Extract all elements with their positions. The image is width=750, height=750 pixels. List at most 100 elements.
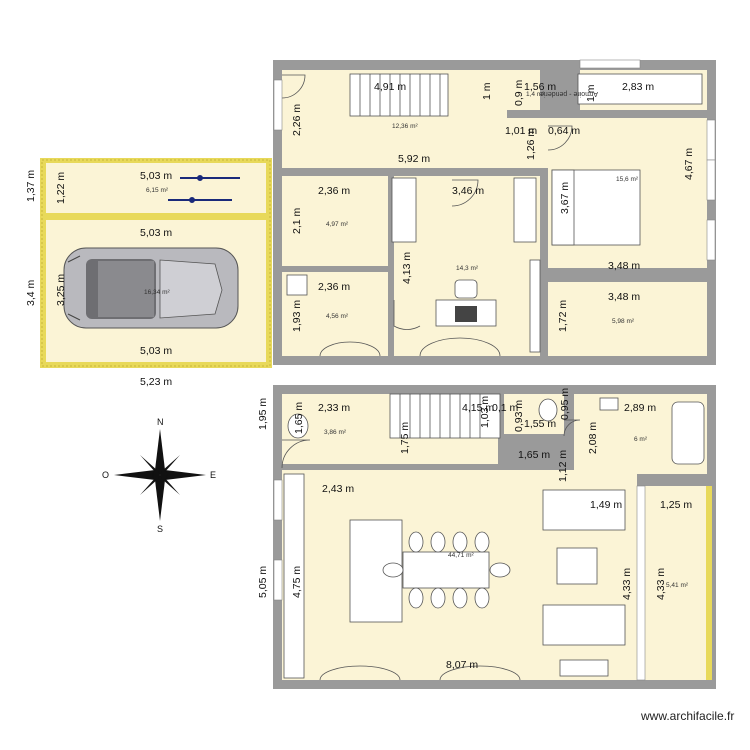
dim-label: 0,95 m <box>559 388 571 420</box>
compass-east: E <box>210 470 216 480</box>
dim-label: 8,07 m <box>446 659 478 671</box>
terrace <box>645 486 707 680</box>
dim-label: 2,26 m <box>291 104 303 136</box>
dim-label: 1,25 m <box>660 499 692 511</box>
dim-label: 2,08 m <box>587 422 599 454</box>
dim-label: 1,93 m <box>291 300 303 332</box>
boiler-icon <box>287 413 309 439</box>
area-label: 5,41 m² <box>666 582 689 589</box>
washing-machine-icon <box>286 274 308 296</box>
staircase-top <box>349 73 449 117</box>
dim-label: 3,46 m <box>452 185 484 197</box>
dim-label: 2,43 m <box>322 483 354 495</box>
dim-label: 3,67 m <box>559 182 571 214</box>
wardrobe-furniture <box>577 73 703 105</box>
staircase-bottom <box>389 393 501 439</box>
dim-label: 3,48 m <box>608 291 640 303</box>
garage-block <box>40 158 272 368</box>
watermark: www.archifacile.fr <box>640 709 734 723</box>
area-label: 3,86 m² <box>324 429 347 436</box>
car-icon <box>63 247 239 329</box>
dining-table-icon <box>382 531 511 609</box>
area-label: 6 m² <box>634 436 648 443</box>
sink-icon <box>599 397 619 411</box>
dim-label: 0,93 m <box>513 400 525 432</box>
area-label: 14,3 m² <box>456 265 479 272</box>
dim-label: 5,05 m <box>257 566 269 598</box>
area-label: 4,56 m² <box>326 313 349 320</box>
kitchen-counter <box>283 473 305 679</box>
dimension-labels: 5,03 m 1,37 m 1,22 m 5,03 m 3,4 m 3,25 m… <box>25 79 695 671</box>
dim-label: 1,75 m <box>399 422 411 454</box>
area-label: 12,36 m² <box>392 123 418 130</box>
dim-label: 1,49 m <box>590 499 622 511</box>
bed-icon <box>551 169 641 246</box>
dim-label: 5,92 m <box>398 153 430 165</box>
dim-label: 2,1 m <box>291 207 303 234</box>
dim-label: 2,33 m <box>318 402 350 414</box>
dim-label: 2,36 m <box>318 185 350 197</box>
dim-label: 4,75 m <box>291 566 303 598</box>
dim-label: 1,03 m <box>479 396 491 428</box>
bike-room <box>46 163 266 213</box>
radiator <box>529 259 541 353</box>
upper-small-bath <box>500 70 540 110</box>
dim-label: 5,03 m <box>140 170 172 182</box>
laundry-lower <box>282 438 388 464</box>
area-label: 1,4 m² <box>526 91 545 98</box>
toilet-icon <box>538 398 558 422</box>
dim-label: 1,26 m <box>525 128 537 160</box>
dim-label: 1,37 m <box>25 170 37 202</box>
dim-label: 0,64 m <box>548 125 580 137</box>
dim-label: 1,22 m <box>55 172 67 204</box>
dim-label: 3,25 m <box>55 274 67 306</box>
dim-label: 2,89 m <box>624 402 656 414</box>
windows-top <box>273 59 716 261</box>
dim-label: 1,55 m <box>524 418 556 430</box>
dim-label: 5,03 m <box>140 345 172 357</box>
wardrobe-label: Armoire - penderie <box>540 90 598 97</box>
room-a <box>282 176 388 266</box>
sofa-icon <box>542 489 626 677</box>
dim-label: 3,4 m <box>25 279 37 306</box>
dim-label: 3,48 m <box>608 260 640 272</box>
terrace-edge <box>706 486 712 680</box>
dim-label: 1,12 m <box>557 450 569 482</box>
dim-label: 5,03 m <box>140 227 172 239</box>
room-c <box>548 282 707 356</box>
door-arcs-bottom <box>281 419 581 681</box>
area-label: 5,98 m² <box>612 318 635 325</box>
windows-bottom <box>273 479 646 681</box>
dim-label: 1,56 m <box>524 81 556 93</box>
shelf-b <box>513 177 537 243</box>
dim-label: 1 m <box>585 84 597 102</box>
dim-label: 1,01 m <box>505 125 537 137</box>
dim-label: 4,67 m <box>683 148 695 180</box>
dim-label: 1,65 m <box>293 402 305 434</box>
dim-label: 4,33 m <box>655 568 667 600</box>
upper-floor <box>273 59 716 365</box>
area-labels: 6,15 m² 16,34 m² 12,36 m² 1,4 m² 4,97 m²… <box>144 90 689 589</box>
dim-label: 1,65 m <box>518 449 550 461</box>
area-label: 16,34 m² <box>144 289 170 296</box>
area-label: 6,15 m² <box>146 187 169 194</box>
dim-label: 4,15 m <box>462 402 494 414</box>
dim-label: 1 m <box>481 82 493 100</box>
compass-north: N <box>157 417 164 427</box>
bathtub-icon <box>671 401 705 465</box>
garage-hatch <box>41 159 271 367</box>
dim-label: 1,95 m <box>257 398 269 430</box>
dim-label: 4,91 m <box>374 81 406 93</box>
dim-label: 2,36 m <box>318 281 350 293</box>
area-label: 4,97 m² <box>326 221 349 228</box>
shelf-a <box>391 177 417 243</box>
dim-label: 1,72 m <box>557 300 569 332</box>
compass-rose-icon: N S E O <box>102 417 216 534</box>
bicycle-icon <box>168 175 240 203</box>
area-label: 15,6 m² <box>616 176 639 183</box>
desk-icon <box>435 279 497 327</box>
dim-label: 0,9 m <box>513 79 525 106</box>
compass-west: O <box>102 470 109 480</box>
